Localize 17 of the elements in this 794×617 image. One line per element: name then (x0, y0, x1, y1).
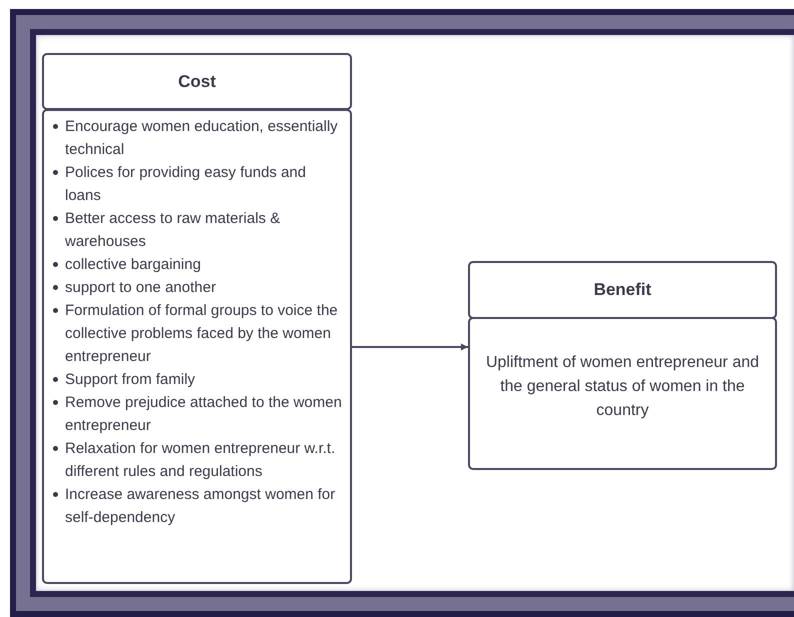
bullet-item: Support from family (65, 370, 196, 390)
content-box (468, 317, 777, 470)
box-text: Upliftment of women entrepreneur and the general status of women in the country (484, 353, 760, 421)
arrow (352, 344, 468, 350)
bullet-item: Increase awareness amongst women for self-dependency (65, 485, 336, 528)
bullet-item: support to one another (65, 278, 216, 298)
bullet-item: Remove prejudice attached to the women entrepreneur (65, 393, 343, 436)
bullet-item: Relaxation for women entrepreneur w.r.t. different rules and regulations (65, 439, 336, 482)
box-heading: Benefit (594, 280, 652, 300)
bullet-item: Encourage women education, essentially technical (65, 117, 339, 160)
bullet-item: Formulation of formal groups to voice the collective problems faced by the women entrepreneur (65, 301, 339, 367)
box-heading: Cost (178, 72, 216, 92)
header-box (468, 261, 777, 319)
bullet-item: Polices for providing easy funds and loans (65, 163, 307, 206)
bullet-item: collective bargaining (65, 255, 201, 275)
header-box (42, 53, 352, 110)
content-box (42, 109, 352, 584)
